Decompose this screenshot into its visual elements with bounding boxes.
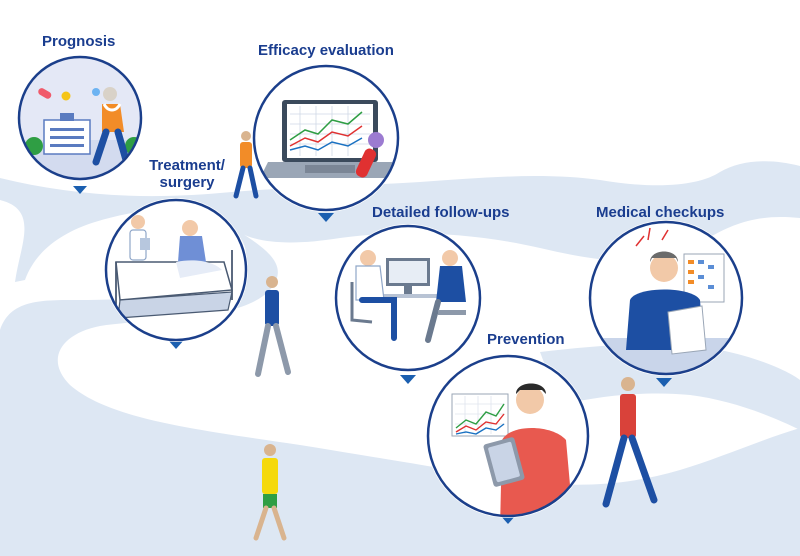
label-efficacy-evaluation: Efficacy evaluation — [258, 42, 394, 59]
walker-red-shirt — [602, 377, 658, 508]
vignette-followups — [334, 224, 482, 372]
label-treatment-line2: surgery — [159, 174, 215, 191]
vignette-treatment — [104, 198, 248, 342]
vignette-prognosis — [17, 55, 143, 181]
pin-treatment — [168, 340, 184, 349]
label-treatment-line1: Treatment/ — [149, 157, 225, 174]
label-medical-checkups: Medical checkups — [596, 204, 725, 221]
vignette-efficacy — [252, 64, 400, 212]
walker-orange-shirt — [233, 131, 259, 199]
pin-followups — [400, 375, 416, 384]
label-detailed-followups: Detailed follow-ups — [372, 204, 510, 221]
pin-checkups — [656, 378, 672, 387]
pin-efficacy — [318, 213, 334, 222]
vignette-checkups — [588, 220, 744, 376]
label-treatment-surgery: Treatment/ surgery — [142, 157, 232, 191]
label-prevention: Prevention — [487, 331, 565, 348]
label-prognosis: Prognosis — [42, 33, 116, 50]
walker-blue-shirt — [255, 276, 291, 377]
pin-prognosis — [73, 186, 87, 194]
walker-child-yellow — [253, 444, 287, 541]
